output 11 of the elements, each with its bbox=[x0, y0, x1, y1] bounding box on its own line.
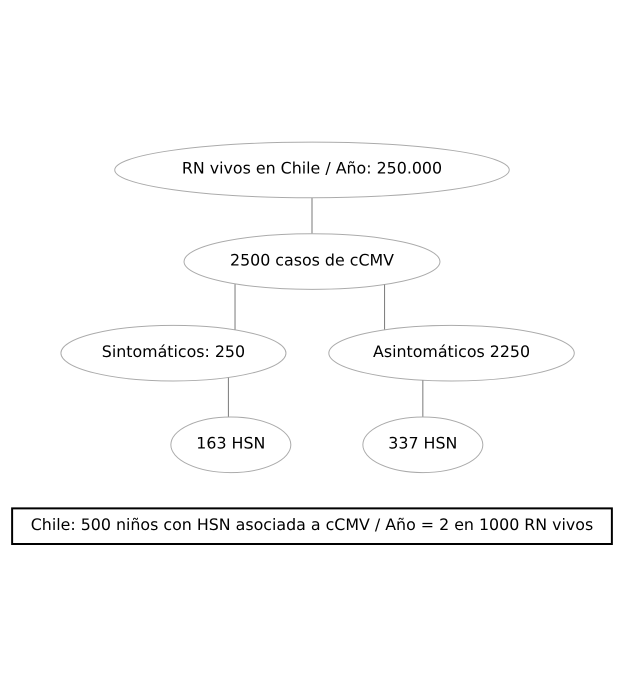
node-ellipse: 2500 casos de cCMV bbox=[184, 233, 440, 290]
node-ellipse: Sintomáticos: 250 bbox=[60, 324, 286, 382]
node-ellipse: 163 HSN bbox=[170, 416, 292, 474]
connector bbox=[384, 284, 386, 330]
node-ellipse: Asintomáticos 2250 bbox=[328, 324, 575, 382]
connector bbox=[228, 377, 229, 418]
connector bbox=[422, 380, 424, 418]
node-ellipse: RN vivos en Chile / Año: 250.000 bbox=[114, 142, 510, 198]
node-box: Chile: 500 niños con HSN asociada a cCMV / Año = 2 en 1000 RN vivos bbox=[11, 507, 613, 546]
node-ellipse: 337 HSN bbox=[362, 416, 484, 474]
connector bbox=[234, 284, 236, 330]
